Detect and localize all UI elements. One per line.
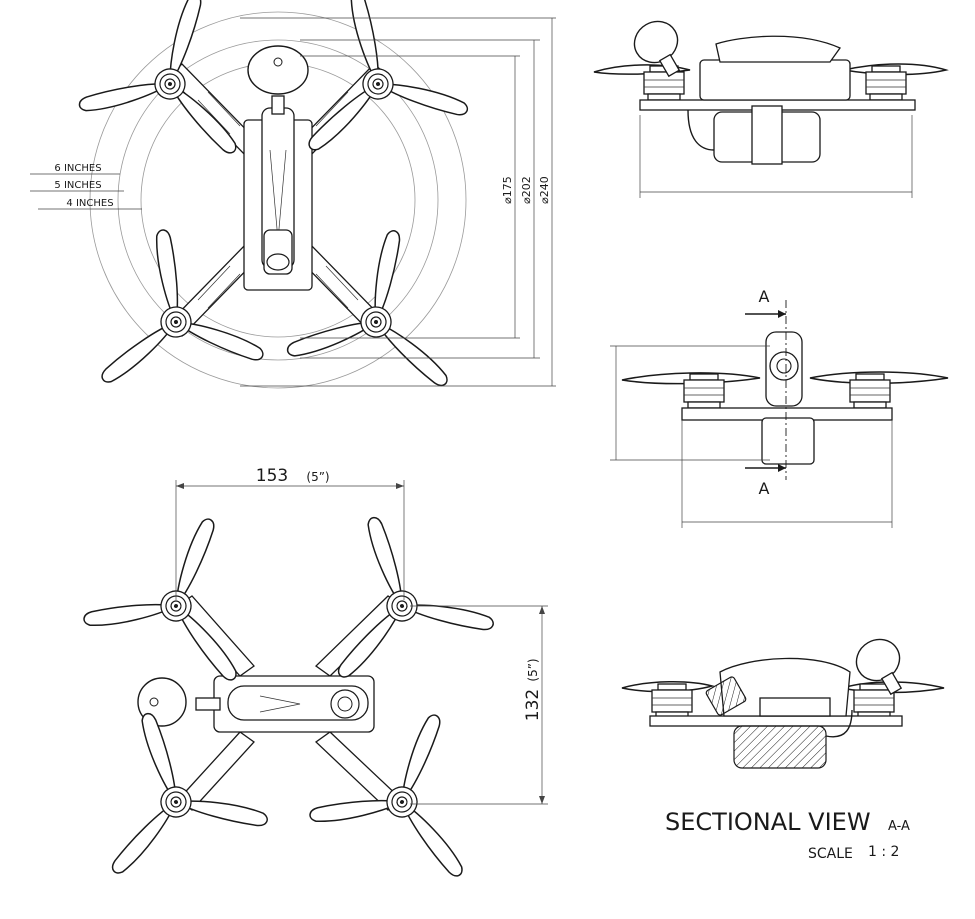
bottom-view: 153 (5”) 132 (5”): [63, 466, 548, 883]
diameter-240: ⌀240: [538, 176, 551, 204]
wheelbase-height-inch: (5”): [526, 658, 540, 681]
diameter-175: ⌀175: [501, 176, 514, 204]
side-view: [593, 20, 949, 198]
wheelbase-width-value: 153: [256, 466, 288, 486]
top-view: 6 INCHES 5 INCHES 4 INCHES ⌀175 ⌀202 ⌀24…: [30, 0, 556, 392]
scale-label: SCALE: [808, 846, 853, 862]
circle-label-6in: 6 INCHES: [54, 163, 101, 174]
front-view: A A: [610, 287, 949, 528]
section-title-suffix: A-A: [888, 819, 910, 834]
section-marker-bottom: A: [759, 479, 770, 498]
circle-label-4in: 4 INCHES: [66, 198, 113, 209]
sectional-view: SECTIONAL VIEW A-A SCALE 1 : 2: [621, 638, 945, 862]
wheelbase-width-inch: (5”): [306, 470, 329, 484]
circle-label-5in: 5 INCHES: [54, 180, 101, 191]
diameter-202: ⌀202: [520, 176, 533, 204]
section-title: SECTIONAL VIEW: [665, 808, 871, 836]
wheelbase-height-value: 132: [523, 689, 543, 721]
section-marker-top: A: [759, 287, 770, 306]
scale-value: 1 : 2: [868, 844, 899, 860]
